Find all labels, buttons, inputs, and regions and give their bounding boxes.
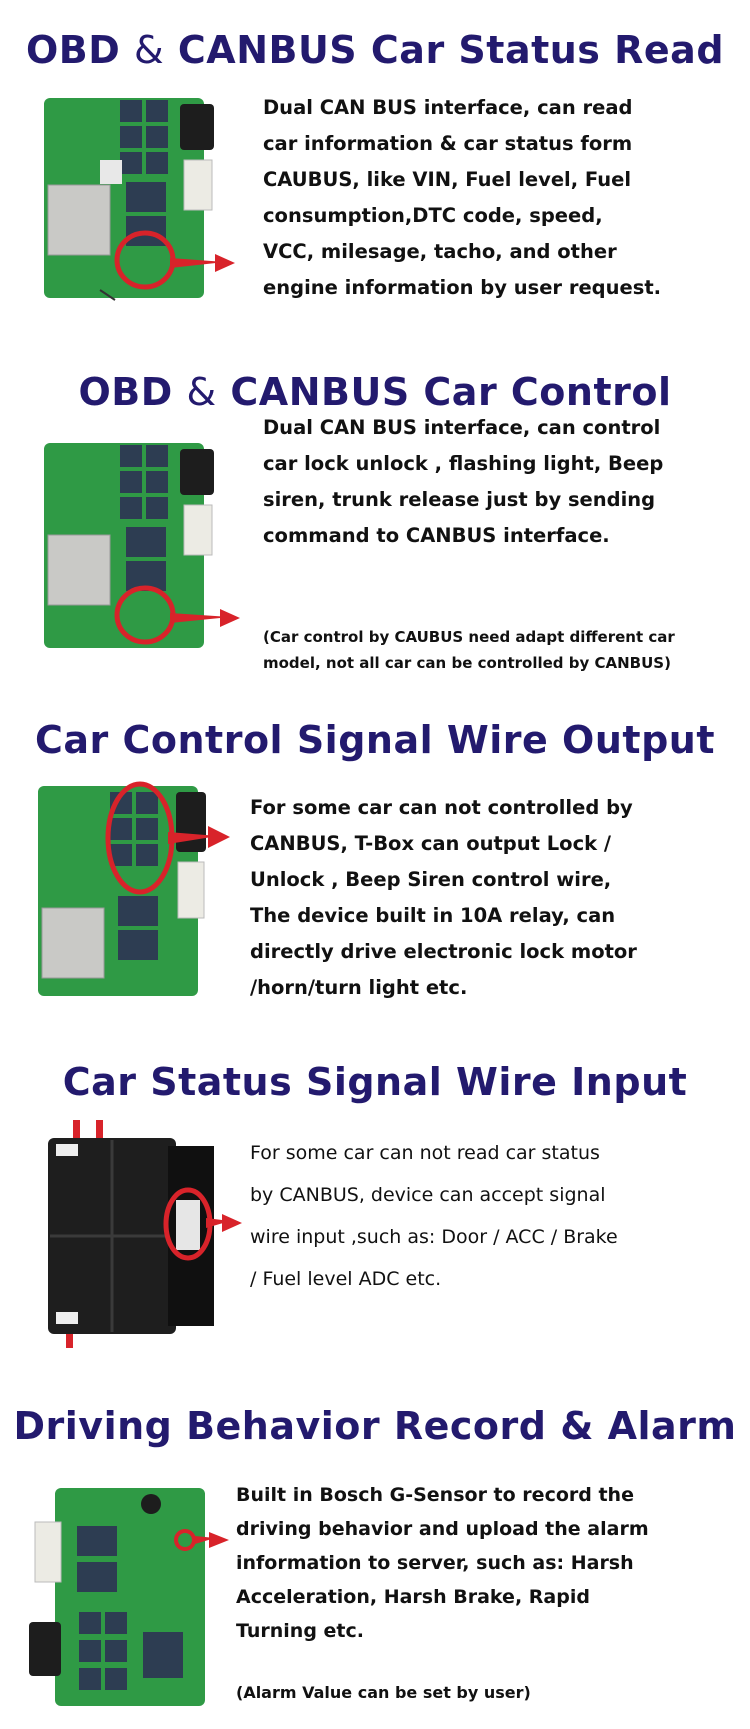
- section-driving-behavior: Driving Behavior Record & Alarm Built in…: [0, 1390, 750, 1729]
- section-title: Car Control Signal Wire Output: [35, 718, 715, 762]
- section-title: OBD & CANBUS Car Control: [78, 370, 672, 414]
- section-description: For some car can not read car status by …: [250, 1142, 618, 1290]
- section-note: (Alarm Value can be set by user): [236, 1683, 531, 1702]
- pcb-board-image: [30, 90, 260, 310]
- section-description: Built in Bosch G-Sensor to record the dr…: [236, 1484, 649, 1642]
- section-title: Car Status Signal Wire Input: [62, 1060, 688, 1104]
- pcb-board-image: [18, 778, 248, 1008]
- section-title: OBD & CANBUS Car Status Read: [25, 28, 725, 72]
- section-description: For some car can not controlled by CANBU…: [250, 796, 637, 999]
- pcb-board-image: [30, 435, 260, 660]
- section-status-read: OBD & CANBUS Car Status Read Dual CAN BU…: [0, 0, 750, 330]
- section-car-control: OBD & CANBUS Car Control Dual CAN BUS in…: [0, 340, 750, 680]
- section-note: (Car control by CAUBUS need adapt differ…: [263, 628, 675, 672]
- section-description: Dual CAN BUS interface, can control car …: [263, 416, 664, 547]
- section-signal-input: Car Status Signal Wire Input For some ca…: [0, 1050, 750, 1370]
- tbox-device-image: [38, 1120, 248, 1350]
- section-description: Dual CAN BUS interface, can read car inf…: [263, 96, 662, 299]
- section-signal-output: Car Control Signal Wire Output For some …: [0, 700, 750, 1030]
- pcb-board-image: [25, 1482, 235, 1717]
- section-title: Driving Behavior Record & Alarm: [13, 1404, 737, 1448]
